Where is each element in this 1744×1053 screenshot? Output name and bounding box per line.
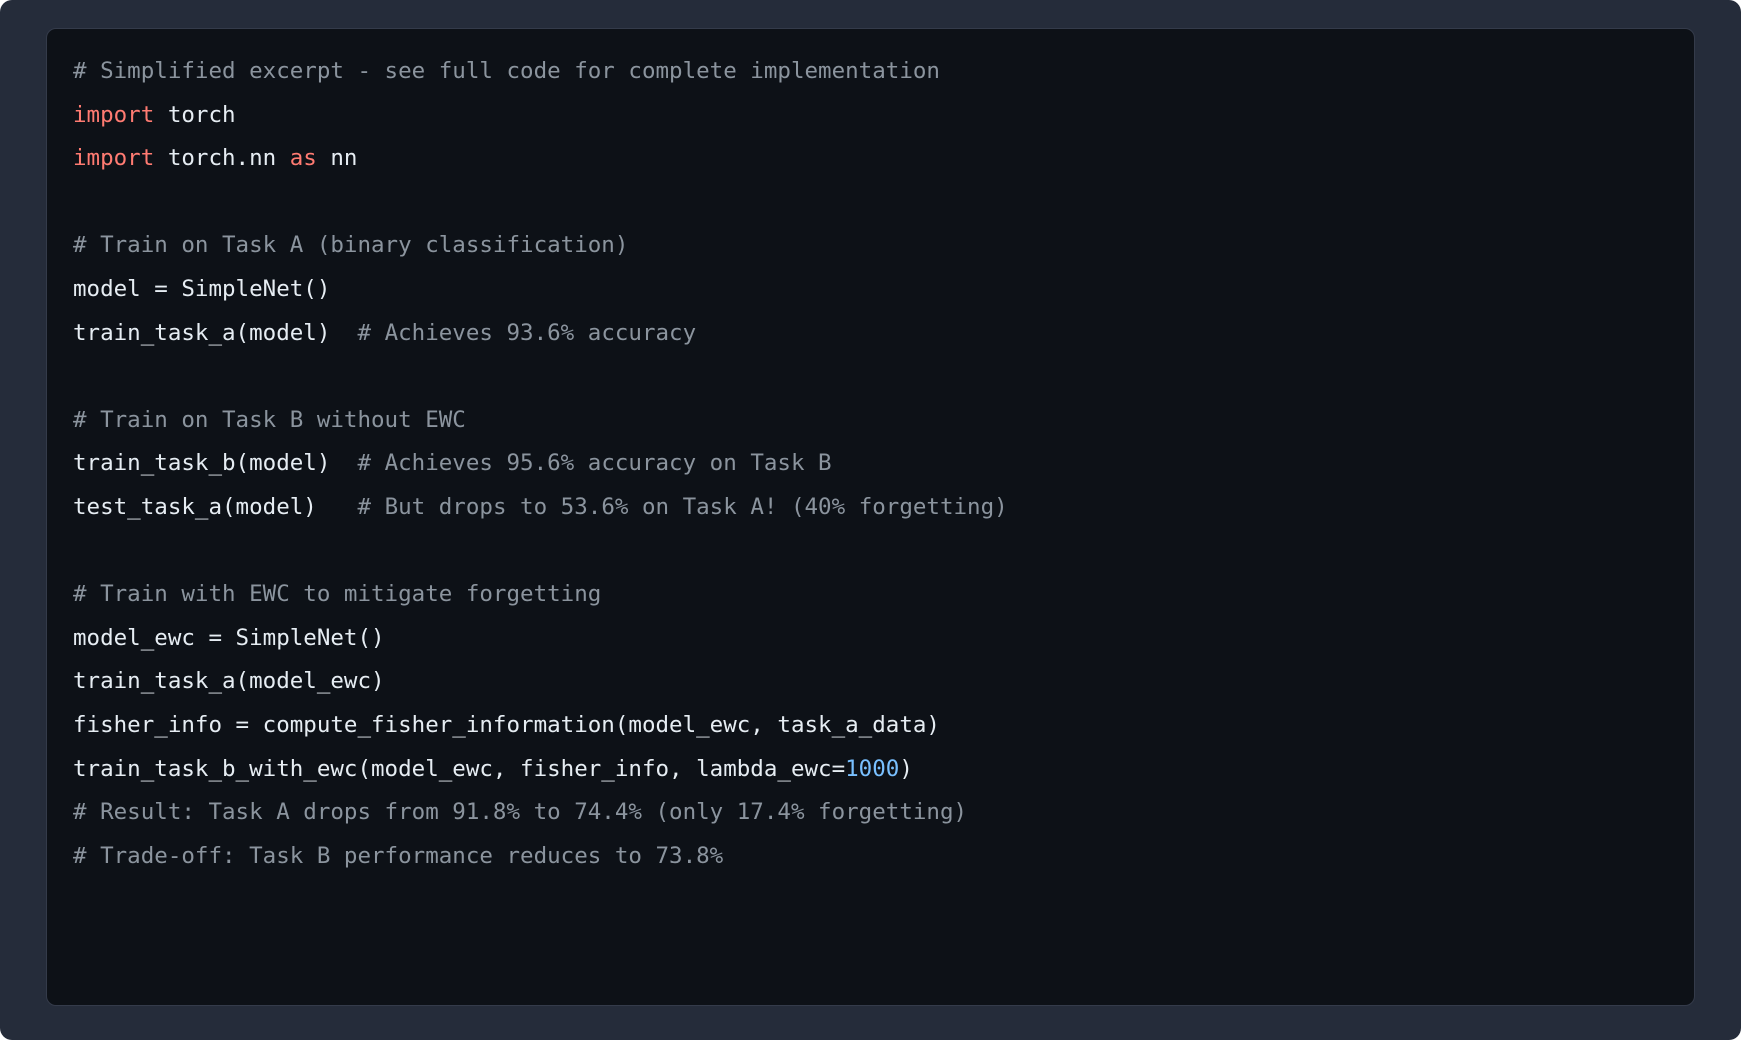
code-token-comment: # Simplified excerpt - see full code for…	[73, 58, 940, 84]
code-line: test_task_a(model) # But drops to 53.6% …	[73, 486, 1668, 530]
code-line: train_task_b(model) # Achieves 95.6% acc…	[73, 442, 1668, 486]
code-line: train_task_a(model_ewc)	[73, 660, 1668, 704]
code-line	[73, 355, 1668, 399]
code-line: import torch	[73, 94, 1668, 138]
code-token-plain: torch.nn	[154, 145, 290, 172]
code-token-plain: train_task_b_with_ewc(model_ewc, fisher_…	[73, 755, 846, 782]
code-token-keyword: import	[73, 145, 155, 172]
code-token-comment: # Result: Task A drops from 91.8% to 74.…	[73, 799, 968, 826]
code-token-keyword: import	[73, 101, 155, 128]
code-token-plain: nn	[316, 145, 358, 172]
code-token-comment: # Trade-off: Task B performance reduces …	[73, 842, 724, 869]
code-token-plain: train_task_a(model)	[73, 319, 358, 346]
code-token-number: 1000	[845, 755, 900, 782]
code-line: # Train with EWC to mitigate forgetting	[73, 573, 1668, 617]
code-token-plain: )	[899, 755, 913, 782]
code-line: import torch.nn as nn	[73, 137, 1668, 181]
code-token-comment: # Achieves 95.6% accuracy on Task B	[357, 450, 832, 477]
code-token-plain: fisher_info = compute_fisher_information…	[73, 711, 940, 738]
code-token-plain: model_ewc = SimpleNet()	[73, 624, 385, 651]
code-token-comment: # Achieves 93.6% accuracy	[357, 319, 697, 346]
code-token-comment: # But drops to 53.6% on Task A! (40% for…	[357, 493, 1008, 520]
python-code: # Simplified excerpt - see full code for…	[47, 29, 1694, 998]
code-token-plain: train_task_b(model)	[73, 450, 358, 477]
code-token-comment: # Train with EWC to mitigate forgetting	[73, 581, 602, 608]
code-line: # Result: Task A drops from 91.8% to 74.…	[73, 791, 1668, 835]
code-line: model = SimpleNet()	[73, 268, 1668, 312]
code-token-comment: # Train on Task B without EWC	[73, 406, 466, 433]
code-line	[73, 181, 1668, 225]
code-token-plain: torch	[154, 101, 236, 128]
code-line: model_ewc = SimpleNet()	[73, 617, 1668, 661]
code-line: fisher_info = compute_fisher_information…	[73, 704, 1668, 748]
code-line: # Simplified excerpt - see full code for…	[73, 50, 1668, 94]
code-line: train_task_b_with_ewc(model_ewc, fisher_…	[73, 748, 1668, 792]
code-token-keyword: as	[289, 145, 317, 172]
code-line: # Train on Task B without EWC	[73, 399, 1668, 443]
code-line	[73, 530, 1668, 574]
code-token-plain: test_task_a(model)	[73, 493, 358, 520]
code-token-plain: train_task_a(model_ewc)	[73, 668, 385, 695]
code-token-plain: model = SimpleNet()	[73, 275, 331, 302]
code-block: # Simplified excerpt - see full code for…	[46, 28, 1695, 1006]
code-line: # Trade-off: Task B performance reduces …	[73, 835, 1668, 879]
code-token-comment: # Train on Task A (binary classification…	[73, 232, 629, 259]
code-line: # Train on Task A (binary classification…	[73, 224, 1668, 268]
code-line: train_task_a(model) # Achieves 93.6% acc…	[73, 312, 1668, 356]
